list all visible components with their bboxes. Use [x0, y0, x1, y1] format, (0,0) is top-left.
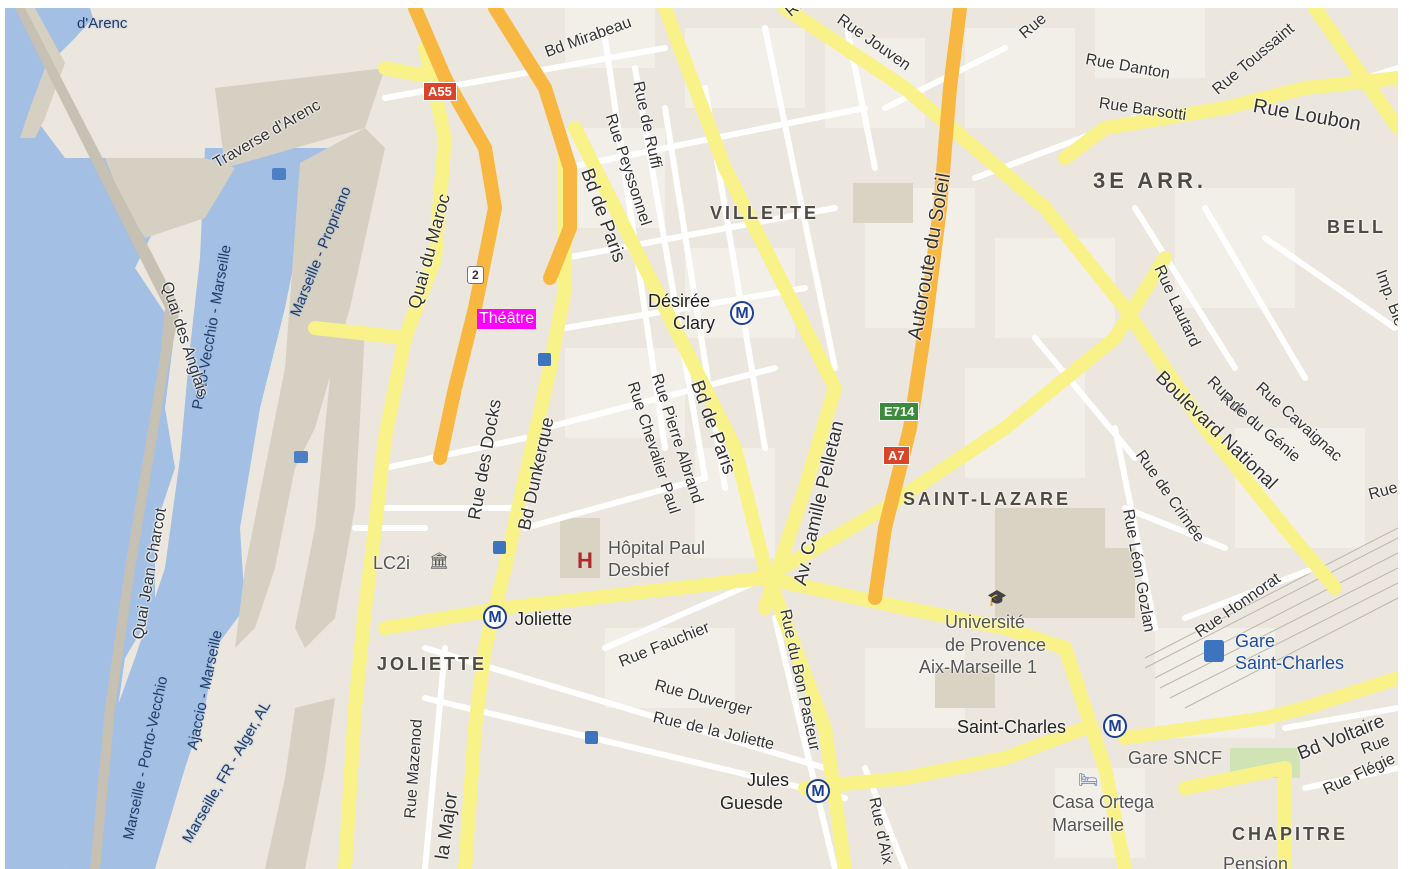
metro-icon[interactable]: M — [1103, 714, 1127, 738]
bus-stop-icon — [585, 731, 598, 744]
poi-casa-ortega-line2[interactable]: Marseille — [1052, 815, 1125, 835]
poi-universite-line2[interactable]: de Provence — [945, 635, 1047, 655]
highlighted-label[interactable]: Théâtre — [477, 309, 537, 329]
district-villette: VILLETTE — [710, 203, 819, 223]
station-gare-line1[interactable]: Gare — [1235, 631, 1276, 651]
station-joliette[interactable]: Joliette — [515, 609, 573, 629]
route-shield-2: 2 — [467, 266, 484, 284]
route-shield-a55: A55 — [423, 82, 457, 101]
metro-icon[interactable]: M — [806, 779, 830, 803]
district-belle: BELL — [1327, 217, 1386, 237]
metro-icon[interactable]: M — [730, 301, 754, 325]
station-jules-line1[interactable]: Jules — [747, 770, 790, 790]
map-base-layer — [5, 8, 1398, 869]
district-3e-arr: 3E ARR. — [1093, 168, 1207, 193]
label-arenc: d'Arenc — [77, 15, 128, 32]
university-icon: 🎓 — [987, 590, 1007, 607]
route-shield-a7: A7 — [883, 446, 910, 465]
district-joliette: JOLIETTE — [377, 654, 488, 674]
poi-hopital-line2[interactable]: Desbief — [608, 560, 670, 580]
hotel-icon: 🛏 — [1078, 772, 1099, 789]
metro-icon[interactable]: M — [483, 605, 507, 629]
district-chapitre: CHAPITRE — [1232, 824, 1349, 844]
poi-pension[interactable]: Pension — [1223, 854, 1289, 869]
poi-universite-line1[interactable]: Université — [945, 612, 1026, 632]
bus-stop-icon — [538, 353, 551, 366]
bus-stop-icon — [493, 541, 506, 554]
train-station-icon — [1204, 640, 1224, 662]
station-saint-charles[interactable]: Saint-Charles — [957, 717, 1067, 737]
hospital-icon: H — [577, 548, 593, 573]
district-saint-lazare: SAINT-LAZARE — [903, 489, 1071, 509]
ferry-icon — [294, 451, 308, 463]
ferry-icon — [272, 168, 286, 180]
poi-hopital-line1[interactable]: Hôpital Paul — [608, 538, 706, 558]
map-canvas[interactable]: A55 A7 E714 2 Théâtre d'Arenc Traverse d… — [5, 8, 1398, 869]
poi-universite-line3[interactable]: Aix-Marseille 1 — [919, 657, 1038, 677]
poi-gare-sncf[interactable]: Gare SNCF — [1128, 748, 1223, 768]
station-desiree-line2[interactable]: Clary — [673, 313, 716, 333]
station-jules-line2[interactable]: Guesde — [720, 793, 784, 813]
route-shield-e714: E714 — [879, 402, 920, 421]
poi-casa-ortega-line1[interactable]: Casa Ortega — [1052, 792, 1155, 812]
station-desiree-line1[interactable]: Désirée — [648, 291, 711, 311]
poi-lc2i[interactable]: LC2i — [373, 553, 411, 573]
museum-icon: 🏛 — [429, 553, 450, 570]
station-gare-line2[interactable]: Saint-Charles — [1235, 653, 1345, 673]
